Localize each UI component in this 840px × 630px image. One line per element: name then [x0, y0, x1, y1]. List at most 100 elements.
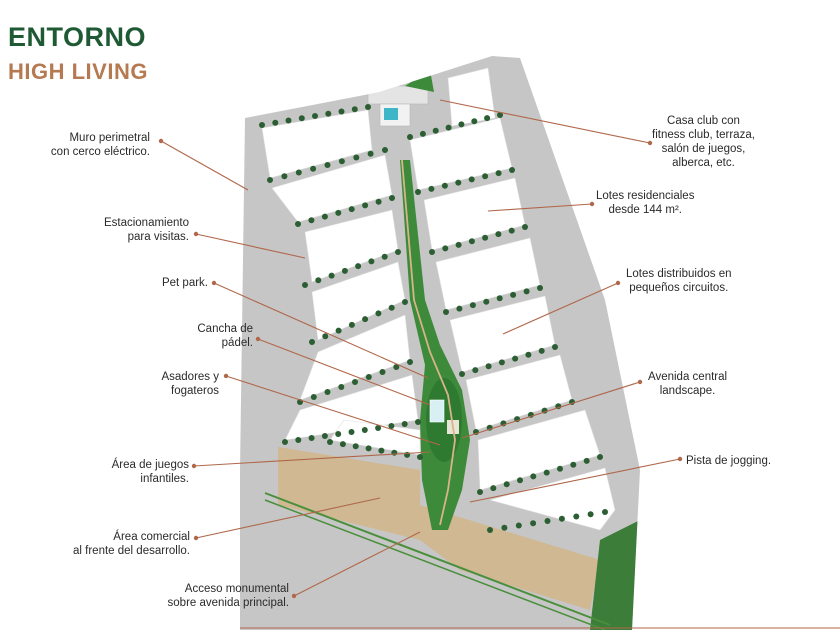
tree-marker — [471, 118, 478, 125]
leader-dot — [637, 379, 643, 385]
label-line: Asadores y — [161, 371, 219, 383]
tree-marker — [310, 394, 317, 400]
tree-marker — [512, 355, 519, 362]
leader-acceso — [293, 531, 421, 597]
tree-marker — [351, 106, 358, 113]
label-line: Acceso monumental — [184, 583, 289, 595]
tree-marker — [583, 457, 590, 464]
tree-marker — [485, 363, 492, 370]
leader-dot — [223, 373, 229, 379]
tree-marker — [602, 509, 608, 515]
tree-marker — [401, 421, 408, 427]
tree-marker — [544, 518, 551, 524]
tree-marker — [419, 130, 426, 137]
tree-marker — [309, 339, 315, 345]
label-muro: Muro perimetral con cerco eléctrico. — [51, 131, 150, 159]
label-circuitos: Lotes distribuidos en pequeños circuitos… — [626, 267, 731, 295]
tree-marker — [441, 182, 448, 189]
leader-petpark — [213, 282, 429, 379]
tree-marker — [443, 309, 449, 315]
label-line: Pista de jogging. — [686, 455, 772, 467]
label-comercial: Área comercial al frente del desarrollo. — [73, 530, 190, 558]
tree-marker — [352, 379, 358, 385]
leader-dot — [211, 280, 217, 286]
tree-marker — [429, 249, 435, 255]
tree-marker — [459, 371, 465, 377]
tree-marker — [482, 173, 489, 180]
leader-dot — [158, 138, 164, 144]
tree-marker — [417, 454, 423, 460]
tree-marker — [328, 272, 335, 279]
leader-dot — [291, 593, 297, 599]
leader-lotes — [487, 203, 593, 212]
tree-marker — [388, 423, 395, 429]
tree-marker — [315, 277, 322, 284]
label-line: Pet park. — [161, 277, 208, 289]
tree-marker — [515, 522, 522, 529]
tree-marker — [469, 302, 476, 309]
lot-blocks-left — [261, 109, 421, 456]
page-subtitle: HIGH LIVING — [8, 59, 148, 84]
label-line: desde 144 m². — [608, 204, 682, 216]
tree-marker — [341, 267, 348, 274]
label-line: Casa club con — [667, 115, 740, 127]
tree-marker — [525, 351, 532, 358]
tree-marker — [355, 263, 362, 270]
tree-marker — [375, 310, 382, 317]
label-line: sobre avenida principal. — [167, 597, 289, 609]
tree-marker — [281, 173, 288, 180]
tree-marker — [365, 445, 372, 452]
tree-marker — [487, 527, 493, 533]
bottom-green-strip — [590, 520, 640, 630]
site-plan — [240, 56, 640, 630]
label-asadores: Asadores y fogateros — [161, 370, 219, 398]
label-juegos: Área de juegos infantiles. — [112, 458, 189, 486]
label-line: para visitas. — [127, 231, 189, 243]
tree-marker — [503, 481, 510, 488]
tree-marker — [393, 364, 400, 370]
lot-block — [261, 109, 373, 179]
label-line: alberca, etc. — [672, 157, 735, 169]
tree-marker — [458, 121, 465, 128]
tree-marker — [312, 113, 318, 119]
label-line: Lotes distribuidos en — [626, 268, 732, 280]
tree-marker — [375, 425, 382, 431]
leader-dot — [677, 456, 683, 462]
tree-marker — [367, 150, 374, 157]
tree-marker — [517, 477, 523, 484]
tree-marker — [552, 344, 558, 350]
tree-marker — [365, 104, 371, 110]
leader-cancha — [257, 338, 431, 406]
label-line: infantiles. — [140, 473, 189, 485]
label-estacionamiento: Estacionamiento para visitas. — [104, 216, 189, 244]
label-acceso: Acceso monumental sobre avenida principa… — [168, 582, 289, 610]
leader-comercial — [195, 497, 381, 539]
label-avenida: Avenida central landscape. — [648, 370, 727, 398]
tree-marker — [324, 389, 331, 395]
tree-marker — [321, 213, 328, 220]
leader-estacionamiento — [195, 233, 306, 259]
tree-marker — [455, 179, 462, 186]
label-line: fogateros — [171, 385, 219, 397]
leader-dot — [193, 535, 199, 541]
leader-lines — [160, 99, 681, 597]
tree-marker — [501, 524, 508, 531]
tree-marker — [407, 134, 413, 140]
tree-marker — [368, 258, 375, 265]
leader-dot — [255, 336, 261, 342]
tree-marker — [308, 217, 315, 224]
tree-marker — [468, 176, 475, 183]
label-line: Muro perimetral — [69, 132, 150, 144]
tree-marker — [415, 419, 421, 425]
tree-marker — [477, 489, 483, 495]
main-avenue-line-2 — [264, 499, 606, 630]
tree-marker — [382, 147, 388, 153]
tree-marker — [388, 304, 395, 311]
leader-dot — [191, 463, 197, 469]
tree-marker — [484, 115, 491, 122]
label-casaclub: Casa club con fitness club, terraza, sal… — [652, 114, 755, 170]
label-cancha: Cancha de pádel. — [197, 322, 253, 350]
tree-marker — [432, 127, 439, 134]
tree-marker — [495, 231, 502, 238]
tree-marker — [407, 359, 413, 365]
